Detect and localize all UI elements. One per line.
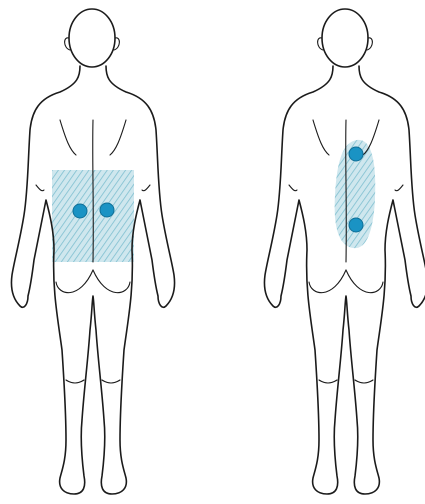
right-elbow-right <box>395 185 403 191</box>
left-head <box>69 9 115 67</box>
left-point-2 <box>100 203 114 217</box>
left-buttock-left <box>56 270 93 293</box>
right-buttock-left <box>309 270 346 293</box>
right-knee-right <box>355 380 373 383</box>
left-buttock-right <box>93 270 130 293</box>
left-elbow-left <box>36 185 44 191</box>
right-head <box>322 9 368 67</box>
right-point-2 <box>349 218 363 232</box>
right-elbow-left <box>289 185 297 191</box>
right-scapula-left <box>313 120 329 155</box>
right-buttock-right <box>346 270 383 293</box>
right-figure <box>264 9 425 494</box>
right-spine <box>346 120 347 262</box>
left-knee-left <box>66 380 84 383</box>
left-knee-right <box>102 380 120 383</box>
left-scapula-left <box>60 120 76 155</box>
right-knee-left <box>319 380 337 383</box>
left-figure <box>11 9 174 494</box>
right-body-outline <box>264 66 425 494</box>
left-spine <box>93 120 94 262</box>
left-point-1 <box>73 204 87 218</box>
left-scapula-right <box>110 120 126 155</box>
right-point-1 <box>349 147 363 161</box>
left-elbow-right <box>142 185 150 191</box>
